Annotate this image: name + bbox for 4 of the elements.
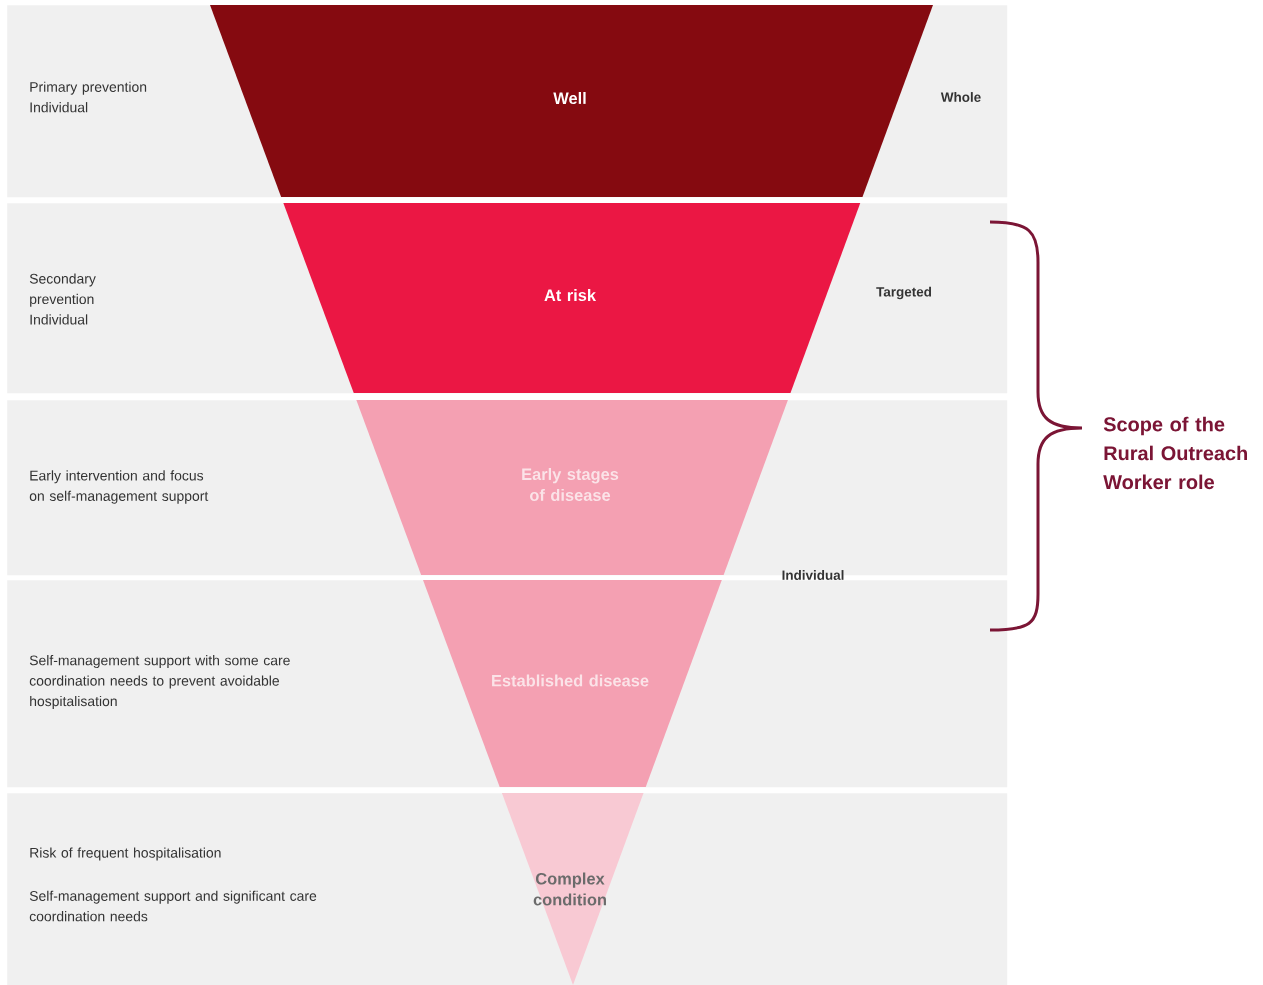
funnel-segment: At risk bbox=[283, 203, 861, 393]
funnel-segment: Established disease bbox=[423, 580, 722, 787]
scope-label: Scope of the Rural Outreach Worker role bbox=[1103, 416, 1247, 490]
funnel-segment: Complex condition bbox=[501, 793, 644, 985]
